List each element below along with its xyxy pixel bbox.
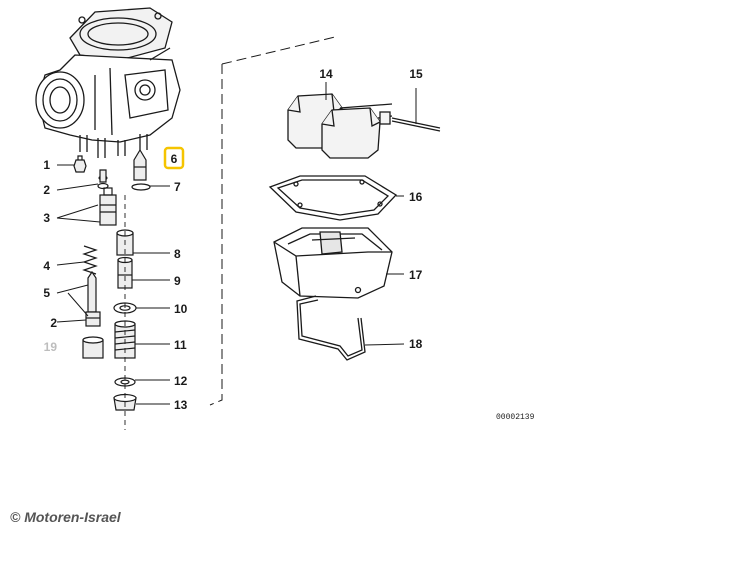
part-label-17[interactable]: 17: [409, 268, 423, 282]
leader-lines-left: [56, 164, 170, 405]
part-label-8[interactable]: 8: [174, 247, 181, 261]
part-label-11[interactable]: 11: [174, 338, 187, 352]
part-3-jet-holder-illustration: [99, 187, 117, 226]
part-label-2[interactable]: 2: [43, 183, 50, 197]
part-label-19[interactable]: 19: [44, 340, 58, 354]
part-6-float-needle-illustration: [133, 148, 147, 181]
part-15-pin-illustration: [391, 88, 441, 132]
part-label-10[interactable]: 10: [174, 302, 188, 316]
part-label-18[interactable]: 18: [409, 337, 423, 351]
diagram-reference-number: 00002139: [496, 413, 535, 422]
part-label-1[interactable]: 1: [43, 158, 50, 172]
part-19-bushing-illustration: [82, 336, 104, 359]
assembly-bracket-dashed: [209, 36, 336, 406]
part-label-12[interactable]: 12: [174, 374, 188, 388]
part-18-clip-illustration: [296, 295, 405, 361]
part-label-6[interactable]: 6: [171, 152, 178, 166]
part-6-highlight-box: [163, 146, 185, 170]
part-9-illustration: [117, 256, 133, 289]
part-label-9[interactable]: 9: [174, 274, 181, 288]
part-label-14[interactable]: 14: [319, 67, 333, 81]
part-label-7[interactable]: 7: [174, 180, 181, 194]
part-1-nut-illustration: [73, 155, 87, 173]
part-label-5[interactable]: 5: [43, 286, 50, 300]
part-label-3[interactable]: 3: [43, 211, 50, 225]
part-label-16[interactable]: 16: [409, 190, 423, 204]
part-label-4[interactable]: 4: [43, 259, 50, 273]
part-5-needle-illustration: [85, 270, 101, 327]
part-label-15[interactable]: 15: [409, 67, 423, 81]
part-14-floats-illustration: [287, 93, 393, 159]
part-17-float-bowl-illustration: [273, 227, 404, 299]
part-7-oring-illustration: [131, 183, 151, 191]
part-16-gasket-illustration: [268, 175, 404, 221]
part-4-spring-illustration: [82, 245, 98, 275]
part-label-2[interactable]: 2: [50, 316, 57, 330]
part-label-13[interactable]: 13: [174, 398, 188, 412]
copyright-notice: © Motoren-Israel: [10, 509, 121, 525]
carburetor-body-illustration: [35, 7, 181, 158]
part-2-washer-illustration: [97, 169, 109, 190]
